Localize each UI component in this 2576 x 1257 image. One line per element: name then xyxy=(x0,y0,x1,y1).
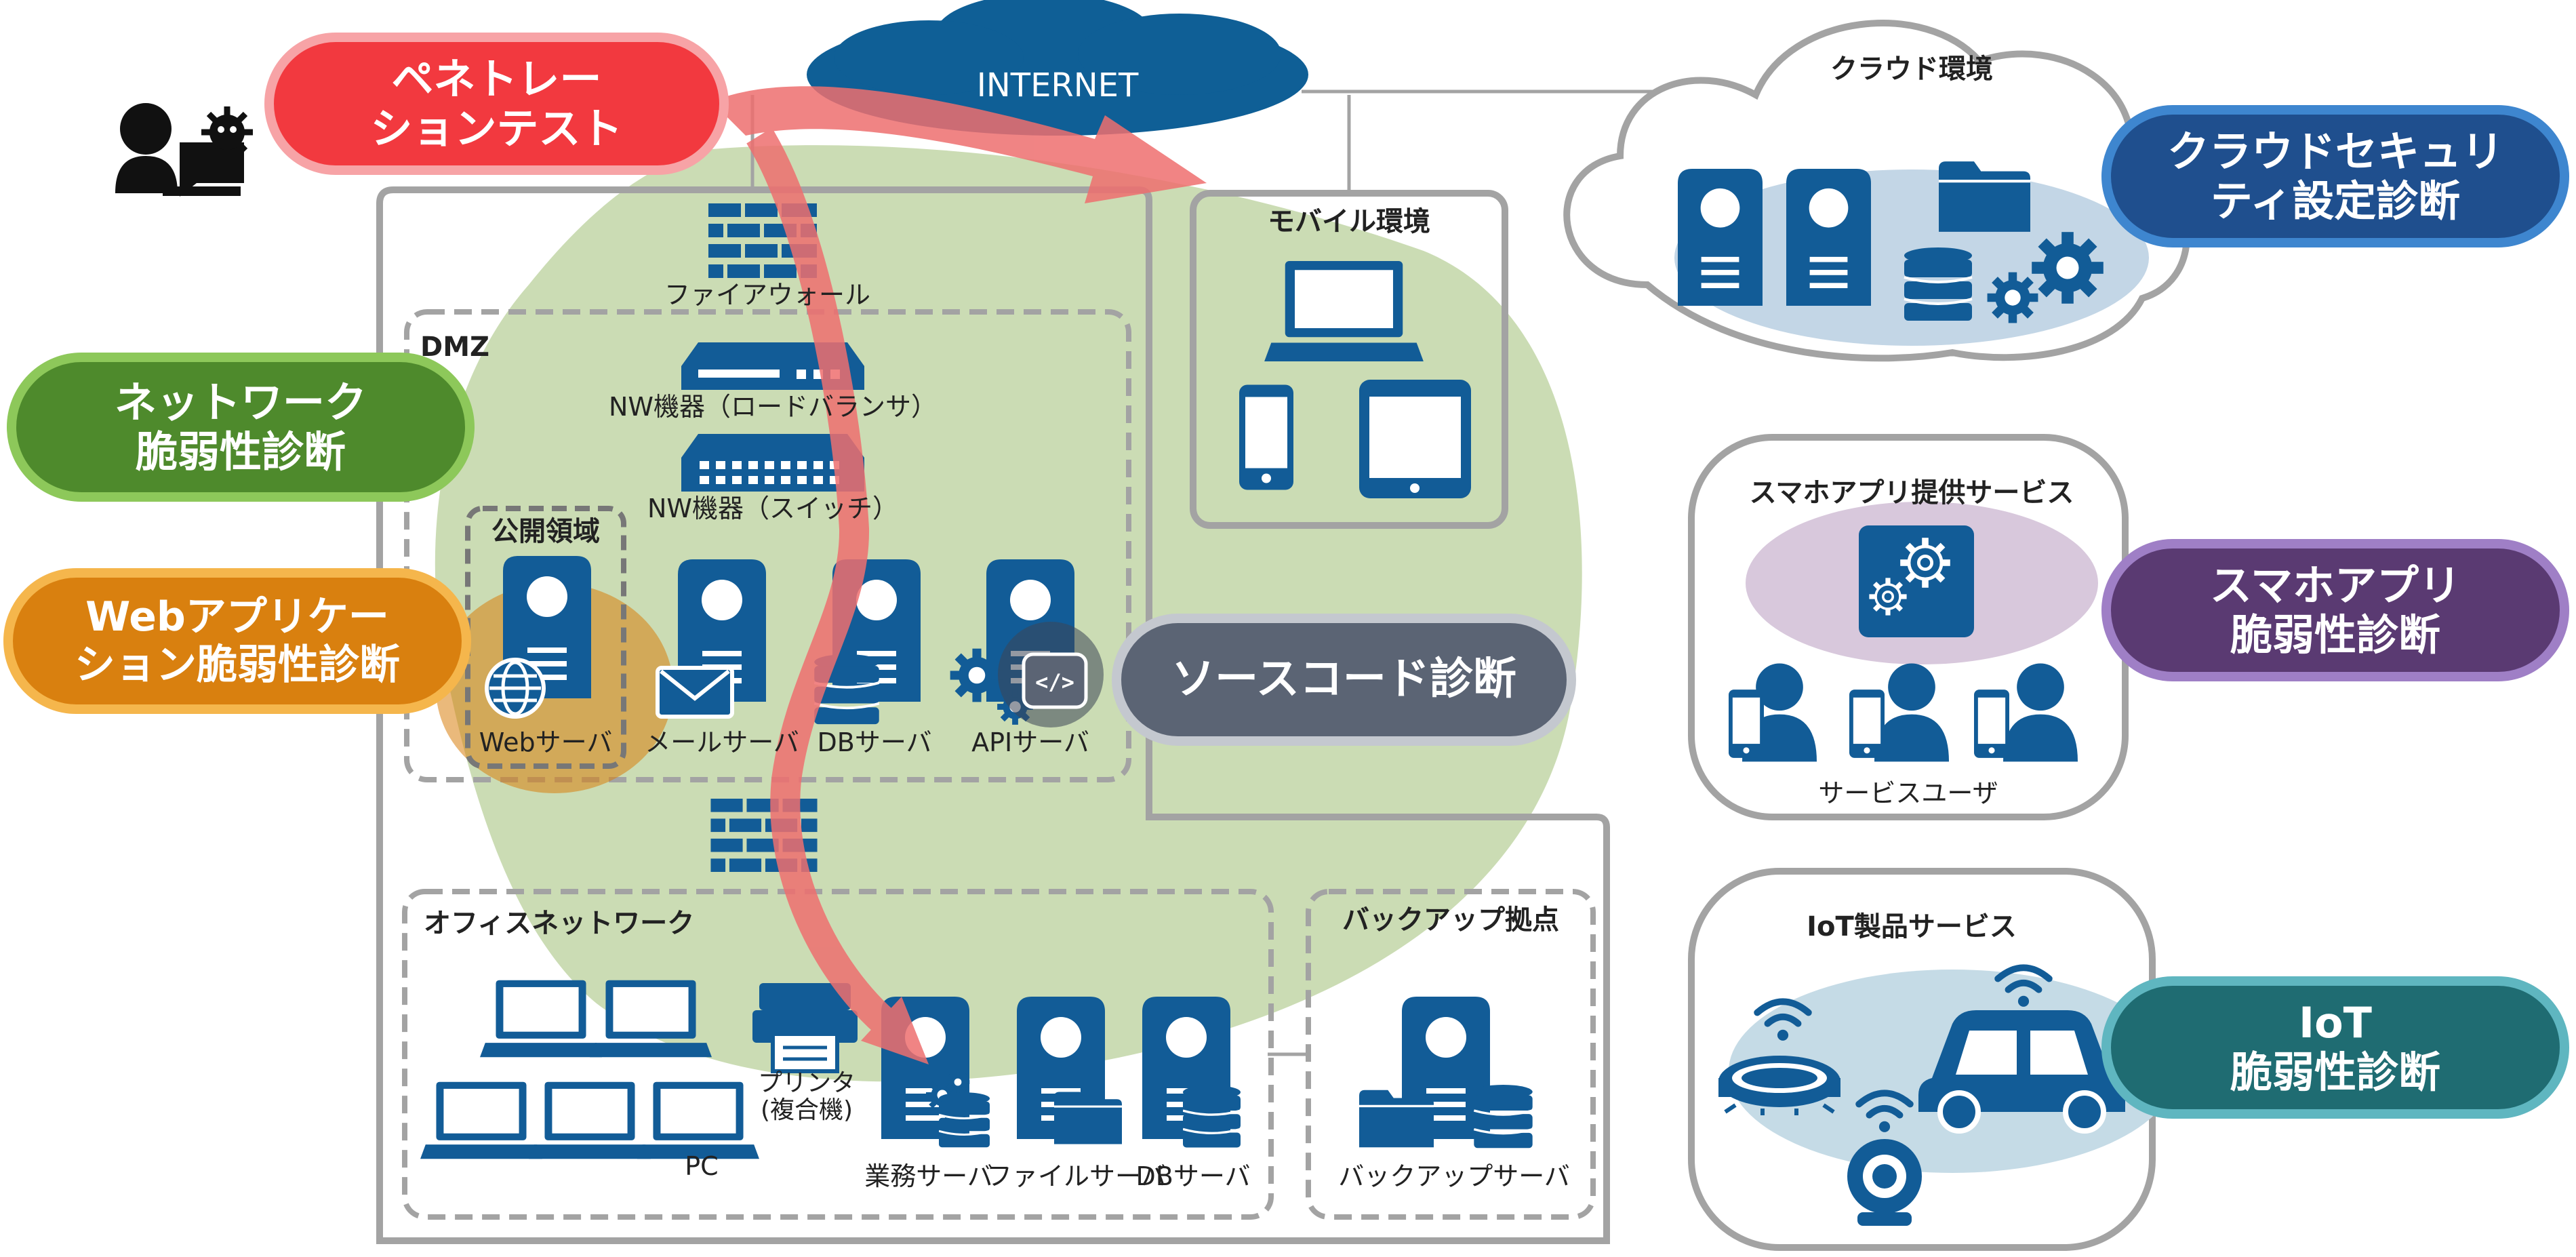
iot-line1: IoT xyxy=(2299,997,2372,1048)
cloud-line1: クラウドセキュリ xyxy=(2167,126,2503,176)
smartphone-icon xyxy=(1849,690,1885,758)
dmz-label: DMZ xyxy=(420,332,490,363)
office-db-server-label: DBサーバ xyxy=(1135,1161,1251,1191)
webapp-callout: Webアプリケーション脆弱性診断 xyxy=(3,568,471,714)
iot-line2: 脆弱性診断 xyxy=(2230,1048,2440,1097)
webapp-line1: Webアプリケー xyxy=(85,593,389,641)
smartphone-icon xyxy=(1729,690,1764,758)
smartphone-icon xyxy=(1239,384,1293,490)
iot-service-label: IoT製品サービス xyxy=(1807,911,2017,942)
gear-icon xyxy=(2032,232,2104,304)
pentest-arrow xyxy=(712,86,1207,1064)
mail-server-label: メールサーバ xyxy=(645,727,799,757)
webapp-line2: ション脆弱性診断 xyxy=(75,641,400,689)
robot-vacuum-icon xyxy=(1718,1056,1840,1115)
printer-icon xyxy=(752,983,858,1073)
pentest-callout: ペネトレーションテスト xyxy=(264,33,729,175)
smartphone-icon xyxy=(1974,690,2009,758)
switch-label: NW機器（スイッチ） xyxy=(647,494,898,523)
printer-label-line1: プリンタ xyxy=(757,1069,856,1097)
public-area-label: 公開領域 xyxy=(491,516,600,547)
backup-site-label: バックアップ拠点 xyxy=(1342,904,1559,936)
laptop-icon xyxy=(590,980,712,1058)
database-icon xyxy=(1472,1085,1534,1149)
dmz-box xyxy=(404,309,1131,782)
file-server-label: ファイルサーバ xyxy=(986,1161,1167,1191)
network-line2: 脆弱性診断 xyxy=(135,427,346,477)
source-line1: ソースコード診断 xyxy=(1171,654,1516,704)
smartphone-app-callout: スマホアプリ脆弱性診断 xyxy=(2101,539,2569,681)
office-network-box xyxy=(402,889,1274,1220)
camera-icon xyxy=(1847,1139,1922,1226)
pentest-line2: ションテスト xyxy=(370,104,623,153)
folder-icon xyxy=(1359,1088,1434,1149)
attacker-icon xyxy=(115,103,253,197)
printer-label: プリンタ (複合機) xyxy=(736,1070,878,1123)
backup-site-box xyxy=(1306,889,1596,1220)
tablet-icon xyxy=(1359,380,1471,498)
business-server-label: 業務サーバ xyxy=(864,1161,993,1191)
db-server-label: DBサーバ xyxy=(817,727,932,757)
internet-label: INTERNET xyxy=(976,66,1139,104)
smartphone-service-label: スマホアプリ提供サービス xyxy=(1749,477,2074,508)
pentest-line1: ペネトレー xyxy=(391,54,602,104)
smartphone-line1: スマホアプリ xyxy=(2209,560,2461,610)
cloud-env-label: クラウド環境 xyxy=(1830,54,1993,85)
backup-server-label: バックアップサーバ xyxy=(1338,1161,1570,1191)
code-icon: </> xyxy=(1022,652,1088,709)
api-server-label: APIサーバ xyxy=(971,727,1089,757)
gear-icon xyxy=(946,1070,970,1094)
laptop-icon xyxy=(1264,261,1424,361)
car-icon xyxy=(1918,1010,2125,1134)
globe-icon xyxy=(485,658,546,719)
folder-icon xyxy=(1939,161,2030,232)
web-server-label: Webサーバ xyxy=(479,727,613,757)
cloud-security-callout: クラウドセキュリティ設定診断 xyxy=(2101,105,2569,247)
service-users-label: サービスユーザ xyxy=(1818,778,1998,808)
laptop-icon xyxy=(529,1081,651,1159)
network-line1: ネットワーク xyxy=(114,377,367,427)
svg-text:</>: </> xyxy=(1035,669,1074,695)
cloud-line2: ティ設定診断 xyxy=(2210,176,2461,226)
mail-icon xyxy=(656,666,734,719)
server-icon xyxy=(1678,169,1763,306)
laptop-icon xyxy=(420,1081,542,1159)
gear-icon xyxy=(950,648,1004,702)
smartphone-line2: 脆弱性診断 xyxy=(2230,610,2440,660)
mobile-env-box xyxy=(1190,190,1508,529)
firewall-label: ファイアウォール xyxy=(664,280,871,310)
server-icon xyxy=(1786,169,1871,306)
mobile-env-label: モバイル環境 xyxy=(1268,206,1430,237)
source-code-callout: ソースコード診断 xyxy=(1112,614,1576,746)
office-network-label: オフィスネットワーク xyxy=(424,908,695,939)
app-gear-icon xyxy=(1859,525,1974,637)
gear-icon xyxy=(1987,272,2038,323)
laptop-icon xyxy=(480,980,602,1058)
database-icon xyxy=(1183,1085,1241,1149)
network-callout: ネットワーク脆弱性診断 xyxy=(7,353,475,502)
printer-label-line2: (複合機) xyxy=(760,1096,853,1124)
database-icon xyxy=(1904,247,1972,321)
pc-label: PC xyxy=(685,1151,719,1181)
public-area-box xyxy=(465,506,626,769)
database-icon xyxy=(939,1092,990,1149)
load-balancer-label: NW機器（ロードバランサ） xyxy=(608,392,937,422)
folder-icon xyxy=(1054,1090,1122,1146)
